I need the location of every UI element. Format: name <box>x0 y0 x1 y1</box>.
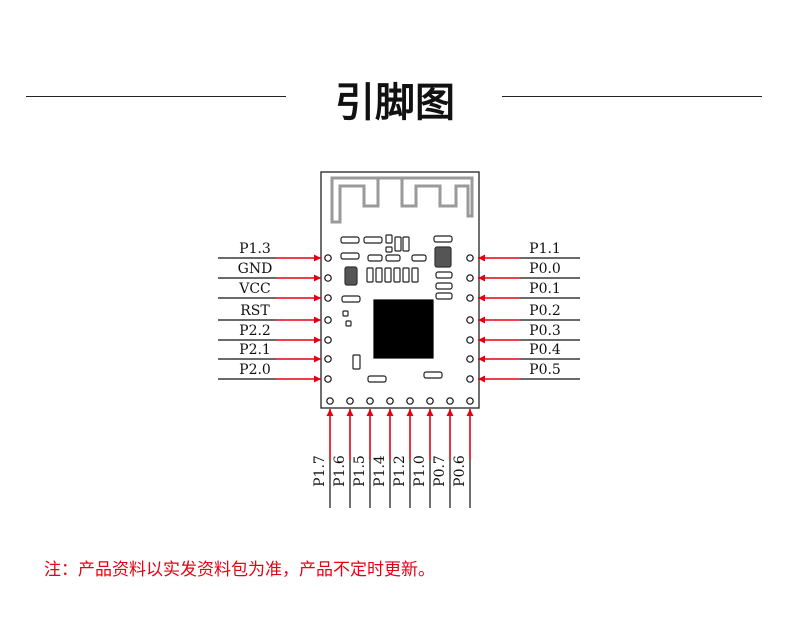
pad-left <box>324 254 332 262</box>
pin-label-bottom: P1.4 <box>372 455 388 487</box>
pad-left <box>324 274 332 282</box>
title-rule-right <box>502 96 762 97</box>
pad-right <box>466 355 474 363</box>
pad-bottom <box>326 397 334 405</box>
pad-left <box>324 316 332 324</box>
crystal <box>434 246 452 268</box>
pin-label-bottom: P1.5 <box>352 455 368 487</box>
pad-left <box>324 294 332 302</box>
pad-right <box>466 294 474 302</box>
pin-label-right: P1.1 <box>529 241 561 257</box>
pin-label-left: P1.3 <box>239 241 271 257</box>
pad-bottom <box>366 397 374 405</box>
pad-right <box>466 316 474 324</box>
pin-label-right: P0.1 <box>529 281 561 297</box>
pad-bottom <box>466 397 474 405</box>
pad-right <box>466 375 474 383</box>
main-chip <box>373 299 434 359</box>
pin-label-bottom: P1.2 <box>392 455 408 487</box>
pad-bottom <box>386 397 394 405</box>
pin-label-left: GND <box>238 261 273 277</box>
pin-label-left: P2.2 <box>239 323 271 339</box>
pin-label-right: P0.5 <box>529 362 561 378</box>
pin-label-bottom: P0.6 <box>452 455 468 487</box>
pad-left <box>324 336 332 344</box>
pad-bottom <box>446 397 454 405</box>
components <box>340 234 453 383</box>
footnote: 注：产品资料以实发资料包为准，产品不定时更新。 <box>44 560 435 580</box>
pad-bottom <box>406 397 414 405</box>
pad-bottom <box>426 397 434 405</box>
title-rule-left <box>26 96 286 97</box>
pin-label-left: RST <box>240 303 270 319</box>
pad-bottom <box>346 397 354 405</box>
module-board <box>320 171 480 409</box>
pin-label-left: VCC <box>238 281 271 297</box>
pad-right <box>466 336 474 344</box>
pad-left <box>324 375 332 383</box>
pad-left <box>324 355 332 363</box>
pin-label-right: P0.4 <box>529 342 561 358</box>
pin-label-left: P2.1 <box>239 342 271 358</box>
pin-label-bottom: P0.7 <box>432 455 448 487</box>
pin-label-right: P0.3 <box>529 323 561 339</box>
pin-label-bottom: P1.6 <box>332 455 348 487</box>
pin-label-bottom: P1.0 <box>412 455 428 487</box>
page-title: 引脚图 <box>335 80 455 126</box>
pin-label-bottom: P1.7 <box>312 455 328 487</box>
antenna-trace <box>330 176 474 224</box>
pad-right <box>466 274 474 282</box>
pin-label-left: P2.0 <box>239 362 271 378</box>
inductor <box>344 266 358 286</box>
pad-right <box>466 254 474 262</box>
pin-label-right: P0.0 <box>529 261 561 277</box>
pin-label-right: P0.2 <box>529 303 561 319</box>
